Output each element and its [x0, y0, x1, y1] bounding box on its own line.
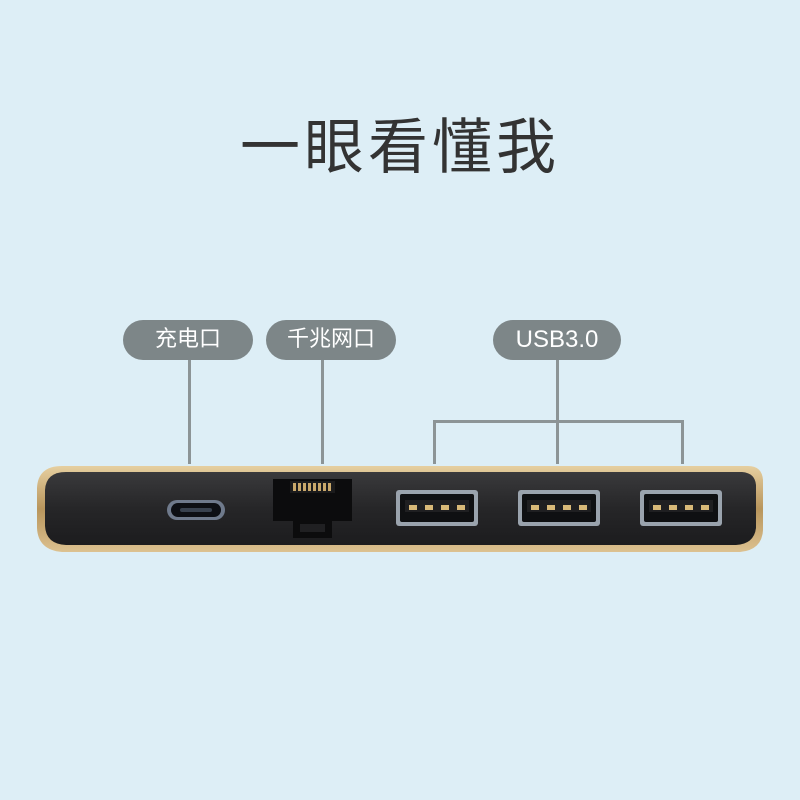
connector-line-lan: [321, 360, 324, 464]
connector-line-usb-main: [556, 360, 559, 464]
usb-a-port-1: [396, 490, 478, 526]
page-title: 一眼看懂我: [240, 113, 560, 183]
label-charge-port: 充电口: [123, 320, 253, 360]
usb-a-port-3: [640, 490, 722, 526]
label-usb: USB3.0: [493, 320, 621, 360]
usb-a-port-2: [518, 490, 600, 526]
connector-line-usb-right: [681, 420, 684, 464]
label-gigabit-lan: 千兆网口: [266, 320, 396, 360]
connector-line-usb-left: [433, 420, 436, 464]
connector-line-usb-bar: [433, 420, 684, 423]
usb-c-port: [167, 500, 225, 520]
connector-line-charge: [188, 360, 191, 464]
rj45-port: [273, 479, 352, 538]
